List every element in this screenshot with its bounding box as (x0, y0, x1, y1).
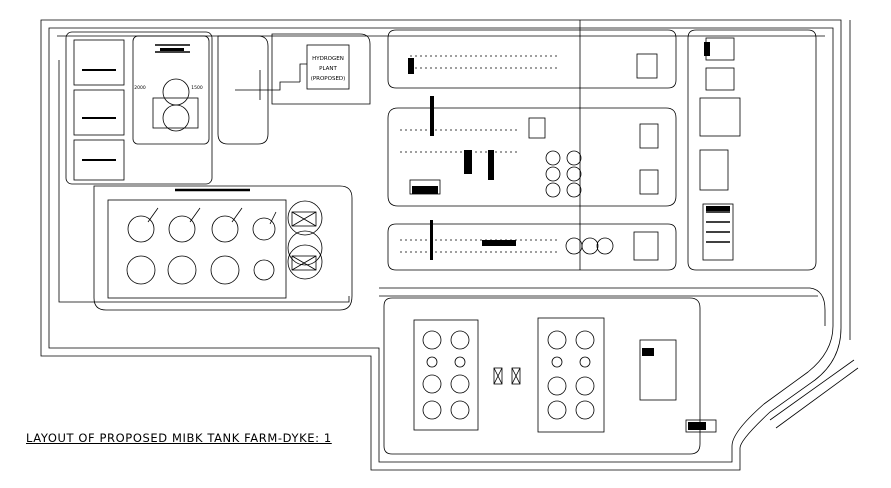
tank-farm-dyke-1 (93, 185, 353, 311)
dimension-label-right: 1500 (191, 85, 203, 91)
lower-tank-farms (383, 297, 717, 455)
utility-strip (687, 29, 817, 271)
process-blocks (387, 20, 677, 271)
hydrogen-plant-label-line2: PLANT (319, 66, 337, 72)
plan-labels: HYDROGEN PLANT (PROPOSED) 2000 1500 (134, 56, 345, 91)
hydrogen-plant-label-line1: HYDROGEN (312, 56, 344, 62)
drawing-title: LAYOUT OF PROPOSED MIBK TANK FARM-DYKE: … (26, 431, 332, 445)
detail-marks (160, 42, 730, 430)
hydrogen-plant-area (217, 33, 371, 145)
dimension-label-left: 2000 (134, 85, 146, 91)
hydrogen-plant-label-line3: (PROPOSED) (311, 76, 346, 82)
admin-blocks (65, 31, 213, 185)
